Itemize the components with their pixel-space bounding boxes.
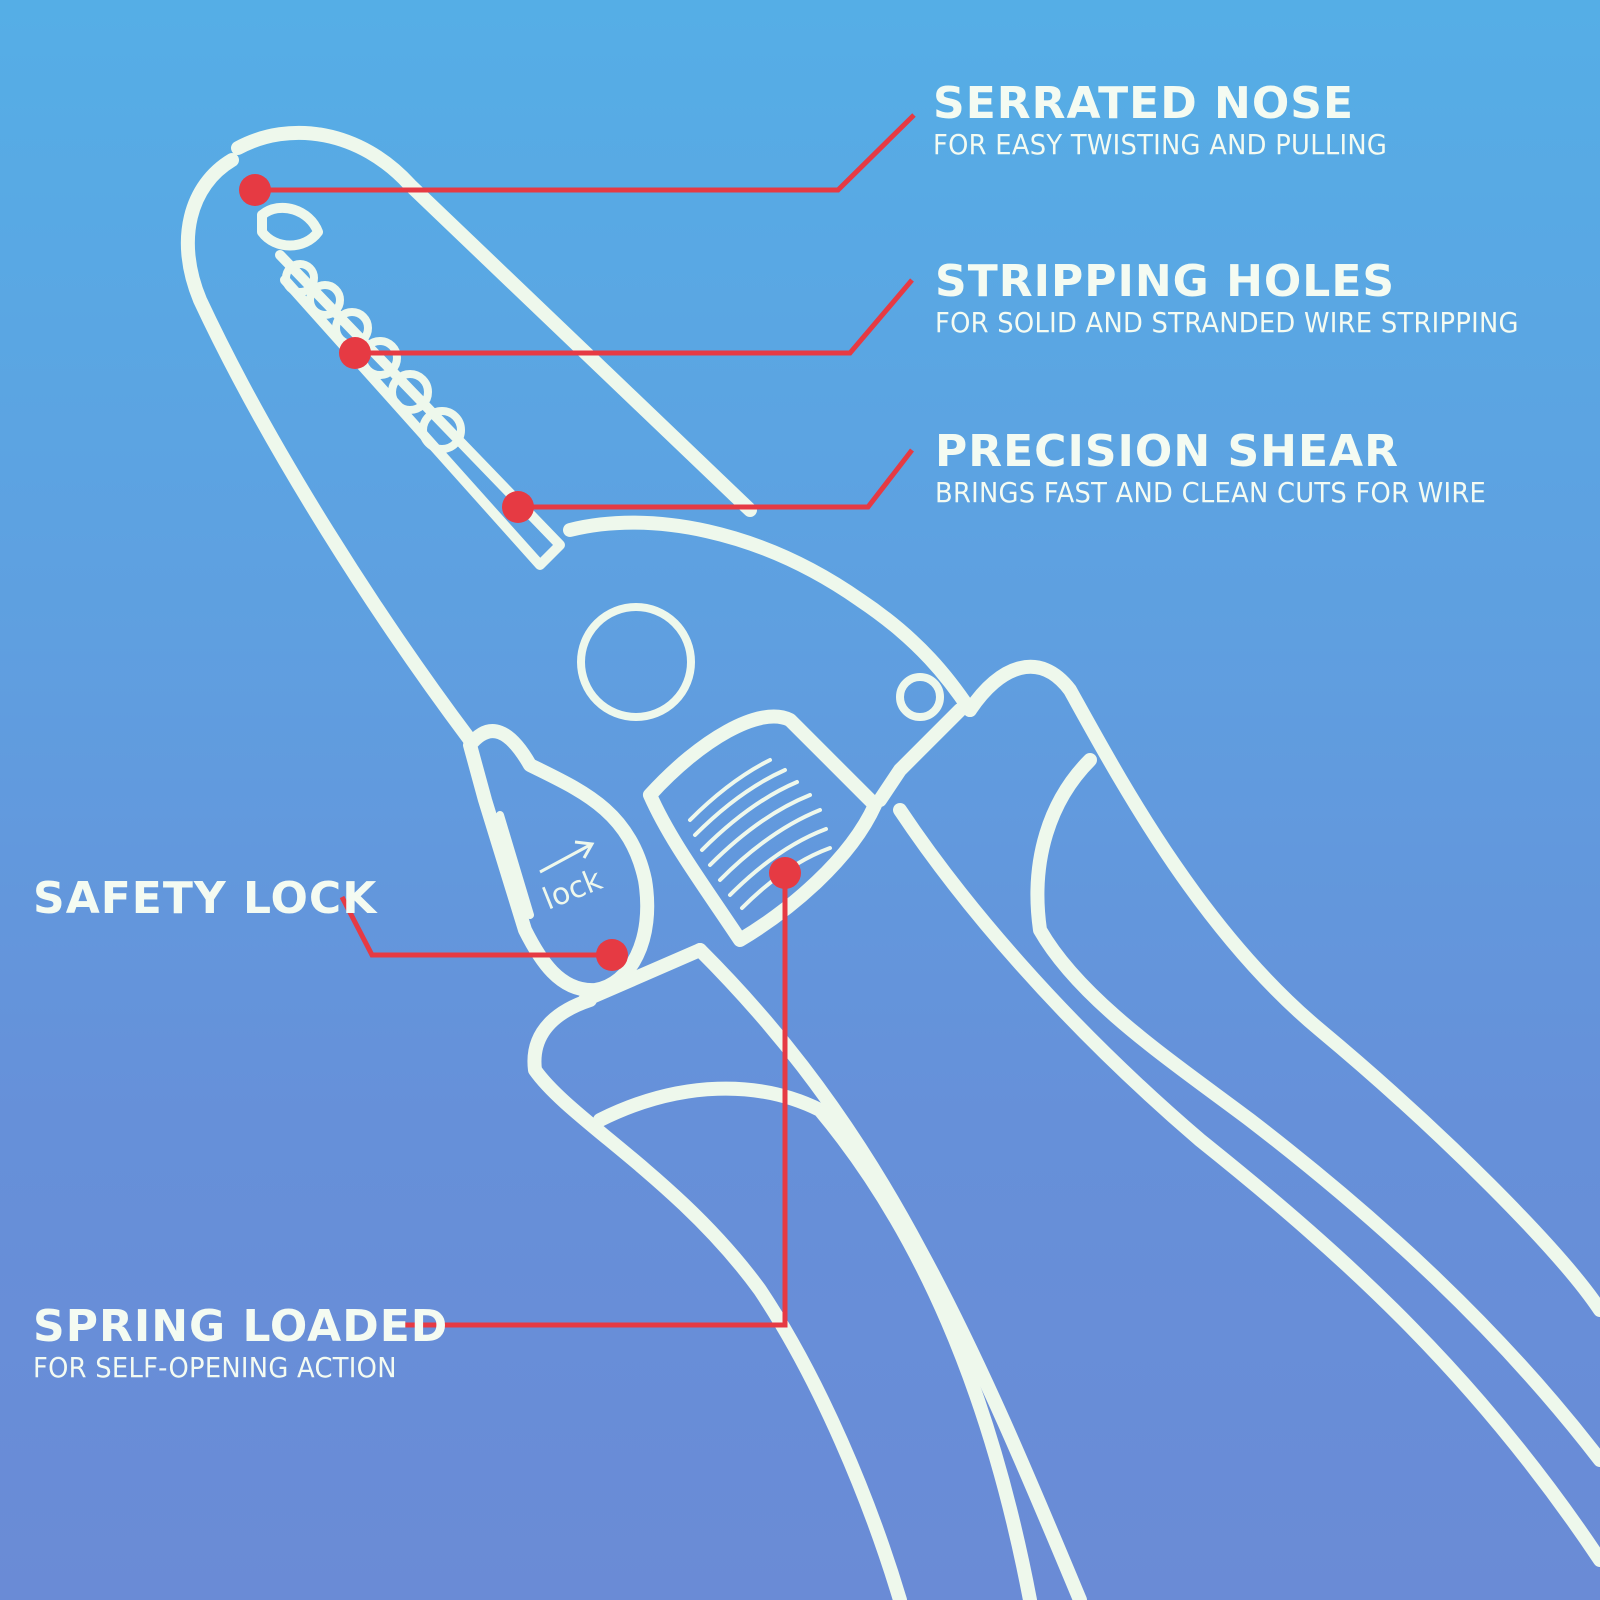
leader-lines [255, 113, 916, 1328]
leader-serrated-nose [255, 113, 916, 193]
pivot-small-hole [896, 673, 944, 721]
spring-housing [643, 709, 882, 947]
callout-serrated-nose: SERRATED NOSE FOR EASY TWISTING AND PULL… [933, 78, 1427, 162]
stripping-channel [275, 250, 565, 570]
callout-subtitle: FOR SELF-OPENING ACTION [33, 1351, 397, 1385]
dot-stripping-holes [339, 337, 371, 369]
callout-precision-shear: PRECISION SHEAR BRINGS FAST AND CLEAN CU… [935, 426, 1534, 510]
upper-handle [963, 659, 1600, 1317]
stripping-holes [282, 260, 465, 453]
lock-slot [496, 811, 534, 919]
callout-subtitle: BRINGS FAST AND CLEAN CUTS FOR WIRE [935, 476, 1487, 510]
dot-serrated-nose [239, 174, 271, 206]
callout-title: SAFETY LOCK [33, 873, 378, 924]
callout-safety-lock: SAFETY LOCK [33, 873, 378, 924]
lock-arrow [539, 840, 595, 874]
callout-title: PRECISION SHEAR [935, 426, 1399, 477]
leader-spring-loaded [402, 873, 788, 1328]
callout-title: SPRING LOADED [33, 1301, 449, 1352]
pivot-ring [577, 603, 695, 721]
head-body [563, 515, 977, 717]
lower-handle [527, 993, 907, 1600]
leader-dots [239, 174, 801, 971]
leader-stripping-holes [355, 278, 914, 356]
callout-subtitle: FOR SOLID AND STRANDED WIRE STRIPPING [935, 306, 1519, 340]
callout-spring-loaded: SPRING LOADED FOR SELF-OPENING ACTION [33, 1301, 449, 1385]
dot-safety-lock [596, 939, 628, 971]
callout-title: SERRATED NOSE [933, 78, 1355, 129]
callout-stripping-holes: STRIPPING HOLES FOR SOLID AND STRANDED W… [935, 256, 1570, 340]
spring-coils [688, 758, 832, 910]
lower-handle-top-edge [693, 943, 1087, 1600]
dot-spring-loaded [769, 857, 801, 889]
callout-title: STRIPPING HOLES [935, 256, 1396, 307]
nose-hole [257, 202, 323, 251]
lower-handle-joint [578, 943, 707, 1007]
dot-precision-shear [502, 491, 534, 523]
tool-outline [180, 125, 1600, 1600]
callout-subtitle: FOR EASY TWISTING AND PULLING [933, 128, 1388, 162]
lower-jaw [180, 153, 477, 747]
upper-handle-lower-edge [893, 803, 1600, 1567]
lock-label: lock [538, 862, 608, 917]
upper-jaw [231, 125, 757, 517]
lock-lever [463, 724, 655, 998]
leader-safety-lock [339, 895, 612, 958]
lower-handle-inner [593, 1081, 1037, 1600]
upper-handle-edge [873, 703, 967, 807]
leader-precision-shear [518, 448, 914, 510]
upper-handle-inner [1030, 753, 1600, 1467]
